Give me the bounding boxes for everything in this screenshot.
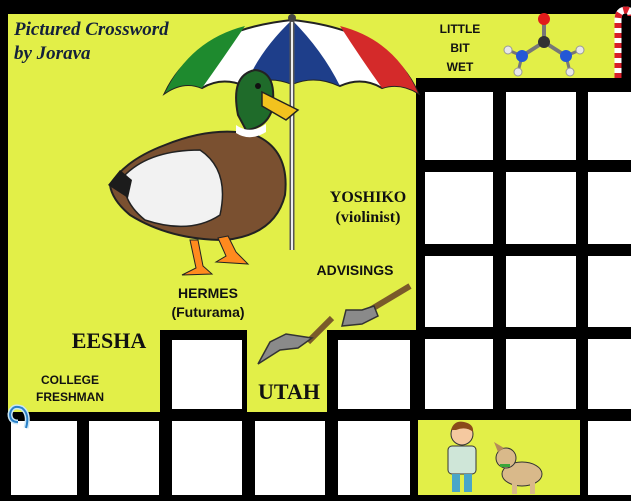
urea-molecule-icon <box>503 13 585 77</box>
loop-arrow-icon <box>7 404 30 429</box>
clue-text: (violinist) <box>335 209 401 226</box>
garden-trowels-icon <box>257 283 412 365</box>
grid-cell-r4c1[interactable] <box>425 339 493 409</box>
clue-text: (Futurama) <box>171 304 245 320</box>
clue-text: FRESHMAN <box>36 390 104 404</box>
duck-icon <box>108 68 300 276</box>
grid-cell-eesha[interactable] <box>172 340 242 409</box>
clue-text: COLLEGE <box>40 373 99 387</box>
grid-cell-r3c3[interactable] <box>588 256 631 327</box>
clue-hermes: HERMES (Futurama) <box>158 284 258 322</box>
clue-utah: UTAH <box>258 379 320 404</box>
grid-cell-bottom-1[interactable] <box>11 421 77 495</box>
title-line-1: Pictured Crossword <box>14 19 169 40</box>
grid-cell-bottom-3[interactable] <box>172 421 242 495</box>
background-mid <box>8 330 160 412</box>
clue-text: YOSHIKO <box>329 189 407 206</box>
clue-text: LITTLE <box>439 22 481 36</box>
boy-icon <box>447 421 477 492</box>
grid-cell-r3c1[interactable] <box>425 256 493 327</box>
clue-text: BIT <box>450 41 470 55</box>
grid-cell-r4c2[interactable] <box>506 339 576 409</box>
title-line-2: by Jorava <box>14 43 91 64</box>
grid-cell-bottom-4[interactable] <box>255 421 325 495</box>
grid-cell-r1c1[interactable] <box>425 92 493 160</box>
grid-cell-r2c1[interactable] <box>425 172 493 244</box>
clue-eesha: EESHA <box>71 328 147 353</box>
grid-cell-r1c3[interactable] <box>588 92 631 160</box>
clue-text: WET <box>446 60 474 74</box>
grid-cell-bottom-2[interactable] <box>89 421 159 495</box>
grid-cell-mid-right[interactable] <box>338 340 410 409</box>
dog-icon <box>494 442 543 494</box>
grid-cell-r2c3[interactable] <box>588 172 631 244</box>
clue-advisings: ADVISINGS <box>316 262 394 278</box>
grid-cell-r3c2[interactable] <box>506 256 576 327</box>
grid-cell-r2c2[interactable] <box>506 172 576 244</box>
puzzle-title: Pictured Crossword by Jorava <box>14 18 169 66</box>
clue-text: HERMES <box>178 285 238 301</box>
boy-and-dog-icon <box>447 421 543 494</box>
grid-cell-r1c2[interactable] <box>506 92 576 160</box>
trowel-left <box>257 315 335 365</box>
grid-cell-r4c3[interactable] <box>588 339 631 409</box>
candy-cane-icon <box>614 6 631 78</box>
grid-cell-r5c3[interactable] <box>588 421 631 495</box>
grid-cell-bottom-5[interactable] <box>338 421 410 495</box>
clue-yoshiko: YOSHIKO (violinist) <box>318 188 418 228</box>
umbrella-icon <box>162 14 421 250</box>
clue-college-freshman: COLLEGE FRESHMAN <box>20 372 120 406</box>
clue-little-bit-wet: LITTLE BIT WET <box>428 20 492 77</box>
trowel-right <box>341 283 412 327</box>
